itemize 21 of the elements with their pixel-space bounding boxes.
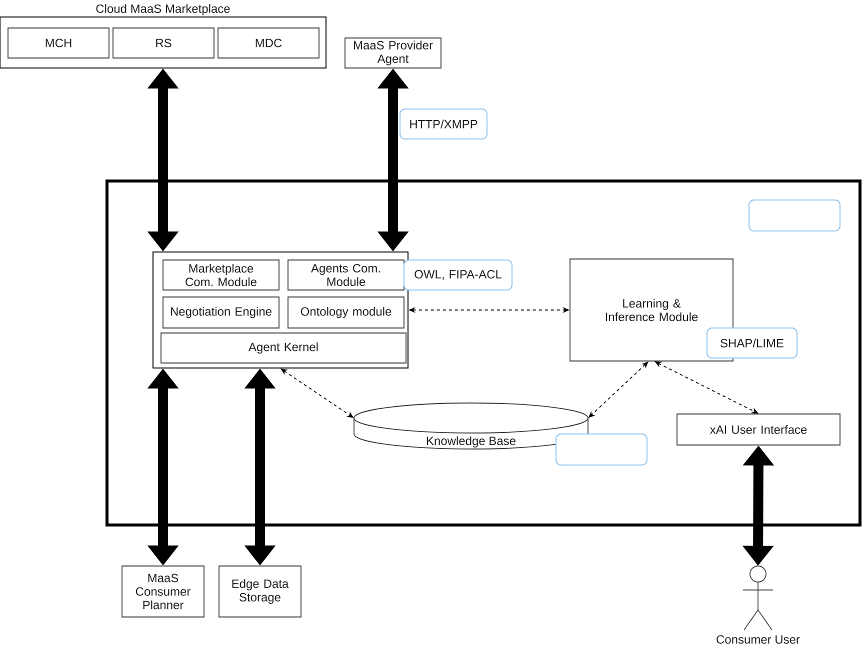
container-frame (106, 180, 862, 526)
module-box: RS (112, 28, 214, 58)
module-box: Ontology module (288, 296, 404, 328)
actor-label: Consumer User (716, 635, 800, 644)
module-box: xAI User Interface (676, 414, 840, 446)
node-label: Cloud MaaS Marketplace (96, 4, 230, 16)
module-box: Edge Data Storage (218, 566, 302, 618)
module-box: MDC (218, 28, 320, 58)
tag-box (556, 434, 648, 466)
tag-box: HTTP/XMPP (400, 108, 488, 140)
module-box: MCH (8, 28, 110, 58)
tag-box (748, 200, 840, 232)
database-cylinder: Knowledge Base (354, 402, 588, 450)
module-box: MaaS Provider Agent (344, 38, 442, 68)
module-box: Agent Kernel (160, 332, 406, 364)
tag-box: SHAP/LIME (706, 328, 798, 358)
module-box: Marketplace Com. Module (162, 260, 280, 290)
module-box: MaaS Consumer Planner (122, 566, 204, 618)
tag-box: OWL, FIPA-ACL (404, 260, 512, 290)
module-box: Agents Com. Module (288, 260, 404, 290)
module-box: Negotiation Engine (162, 296, 280, 328)
